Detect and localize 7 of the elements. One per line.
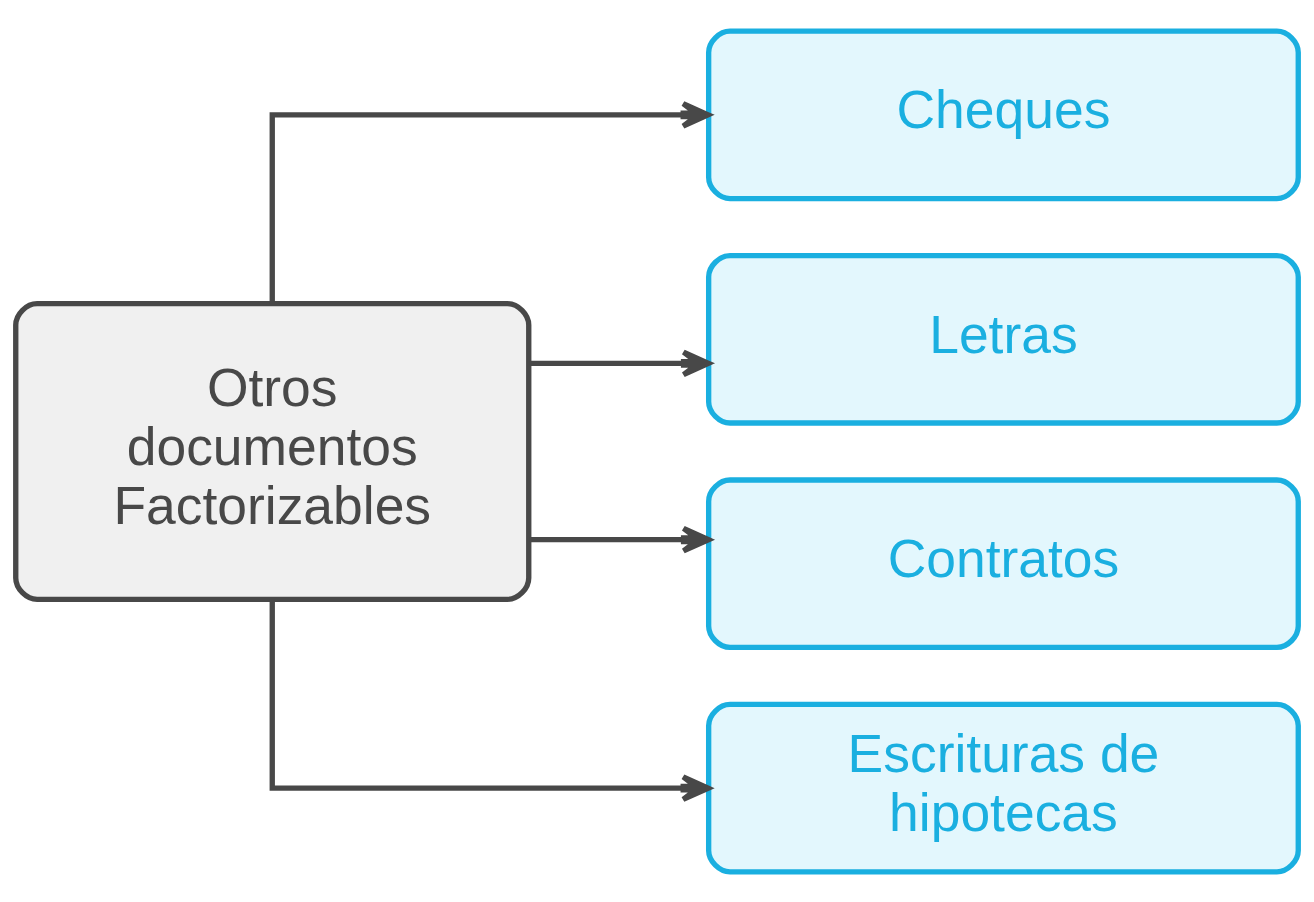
node-box: Contratos [706, 476, 1301, 650]
node-box: Otros documentos Factorizables [13, 300, 532, 602]
node-box: Escrituras de hipotecas [706, 701, 1301, 875]
arrow [529, 525, 712, 554]
arrow [529, 348, 712, 377]
node-box: Letras [706, 252, 1301, 426]
node-box: Cheques [706, 27, 1301, 201]
